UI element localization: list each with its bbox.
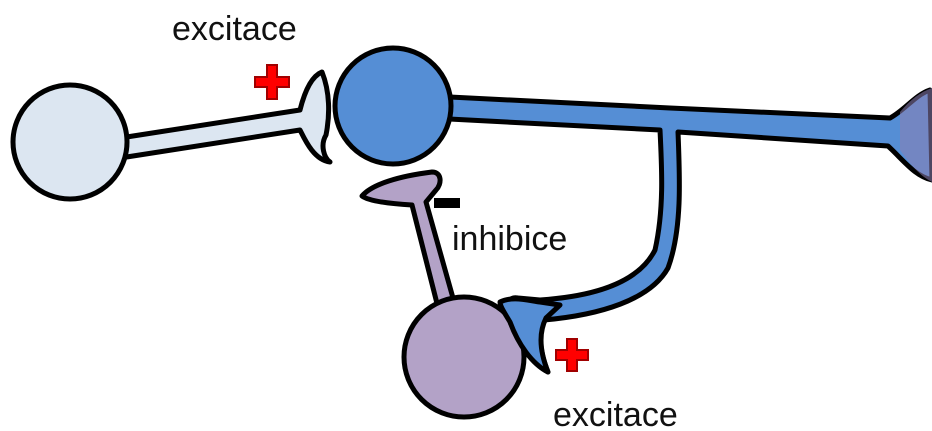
plus-icon-bottom xyxy=(556,339,588,371)
label-inhibition: inhibice xyxy=(452,222,567,256)
main-neuron xyxy=(335,48,451,164)
presynaptic-axon xyxy=(120,72,330,162)
minus-icon xyxy=(434,198,460,208)
presynaptic-neuron xyxy=(13,85,127,199)
plus-icon xyxy=(255,65,289,99)
label-bottom-excitation: excitace xyxy=(553,398,678,431)
axon-terminal-right xyxy=(900,88,932,182)
label-top-excitation: excitace xyxy=(172,12,297,46)
